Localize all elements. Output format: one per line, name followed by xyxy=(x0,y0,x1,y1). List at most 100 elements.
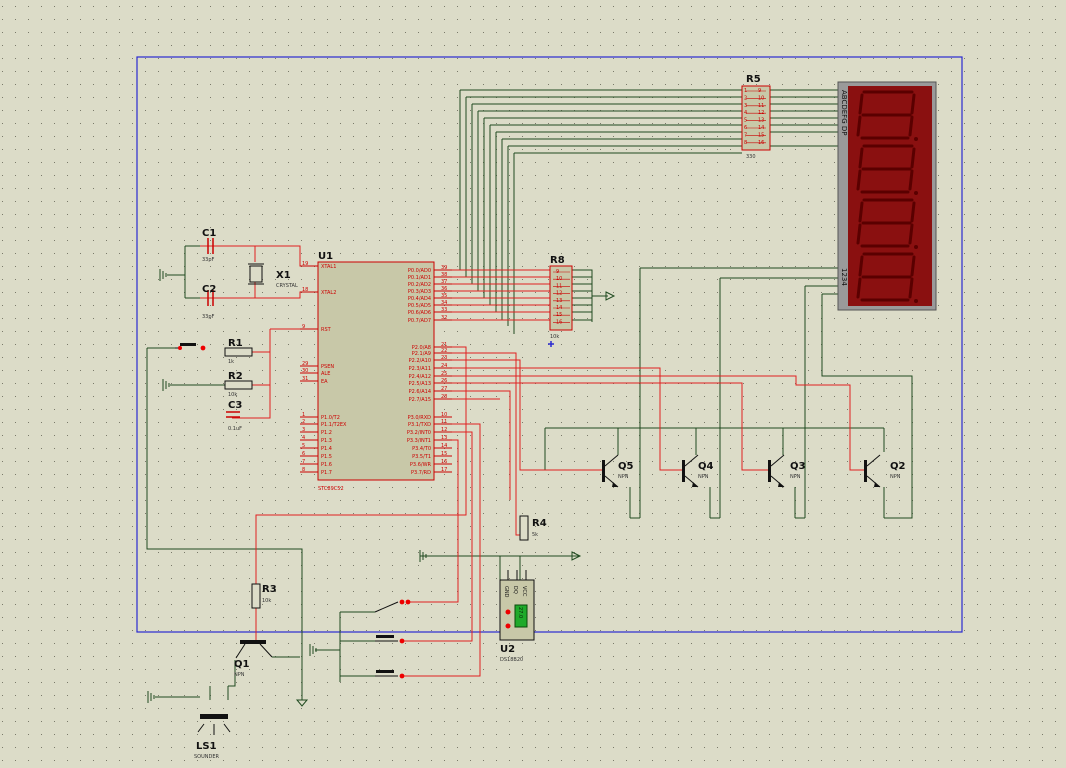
sheet-border xyxy=(136,56,963,633)
display-segment xyxy=(910,93,916,115)
u1-right-pin-name: P0.6/AD6 xyxy=(408,310,431,316)
u1-left-pin-name: P1.5 xyxy=(321,454,332,460)
display-segment xyxy=(856,223,862,245)
display-segment xyxy=(858,201,864,223)
u1-right-pin-number: 22 xyxy=(441,348,447,354)
display-decimal-point xyxy=(914,137,918,141)
u1-right-pin-name: P2.1/A9 xyxy=(412,351,431,357)
u1-right-pin-name: P0.1/AD1 xyxy=(408,275,431,281)
reset-button[interactable] xyxy=(175,343,206,351)
r8-pin-label: 9 xyxy=(556,269,559,275)
u1-left-pin-number: 2 xyxy=(302,419,305,425)
u1-left-pin-name: EA xyxy=(321,379,328,385)
c1-capacitor[interactable]: C1 33pF xyxy=(202,228,216,263)
r3-value: 10k xyxy=(262,598,271,604)
key-3[interactable] xyxy=(375,670,405,679)
u1-right-pin-name: P3.6/WR xyxy=(410,462,432,468)
r5-pin-label: 2 xyxy=(744,95,747,101)
q4-ref: Q4 xyxy=(698,461,714,472)
u1-left-pin-name: RST xyxy=(321,327,332,333)
u1-right-pin-number: 36 xyxy=(441,286,447,292)
u1-left-pin-name: XTAL2 xyxy=(321,290,336,296)
display-digit-value: 8 xyxy=(888,172,889,174)
r5-pin-label: 3 xyxy=(744,103,747,109)
u1-left-pin-number: 19 xyxy=(302,261,308,267)
c2-value: 33pF xyxy=(202,314,215,320)
q2-ref: Q2 xyxy=(890,461,906,472)
r4-value: 5k xyxy=(532,532,538,538)
display-digit-value: 8 xyxy=(888,280,889,282)
c3-value: 0.1uF xyxy=(228,426,242,432)
r3-ref: R3 xyxy=(262,584,277,595)
u1-right-pin-number: 13 xyxy=(441,435,447,441)
display-segment xyxy=(858,93,864,115)
x1-crystal[interactable]: X1 CRYSTAL xyxy=(248,263,298,289)
display-segment xyxy=(858,255,864,277)
r5-pin-label: 1 xyxy=(744,88,747,94)
r5-pin-label: 8 xyxy=(744,140,747,146)
u1-right-pin-number: 10 xyxy=(441,412,447,418)
r8-value: 10k xyxy=(550,334,559,340)
u1-right-pin-name: P0.7/AD7 xyxy=(408,318,431,324)
u1-right-pin-number: 24 xyxy=(441,363,447,369)
c1-ref: C1 xyxy=(202,228,216,239)
u1-left-pin-name: P1.3 xyxy=(321,438,332,444)
r2-resistor[interactable]: R2 10k xyxy=(224,371,253,398)
u1-right-pin-number: 39 xyxy=(441,265,447,271)
u2-ref: U2 xyxy=(500,644,515,655)
u2-readout: 27.0 xyxy=(517,607,523,618)
u1-right-pin-name: P3.5/T1 xyxy=(412,454,431,460)
display-segment xyxy=(910,201,916,223)
u2-temperature-sensor[interactable]: GND DQ VCC 27.0 U2 DS18B20 xyxy=(499,570,535,663)
u1-left-pin-number: 3 xyxy=(302,427,305,433)
display-digit: 8 xyxy=(856,144,918,195)
r4-ref: R4 xyxy=(532,518,547,529)
u1-mcu[interactable]: U1 STC89C52 XTAL119XTAL218RST9PSEN29ALE3… xyxy=(300,251,452,492)
display-segment xyxy=(858,147,864,169)
r8-pin-label: 15 xyxy=(556,312,562,318)
q4-value: NPN xyxy=(698,474,709,480)
r5-pin-label: 13 xyxy=(758,118,764,124)
display-digit-pins: 1234 xyxy=(840,268,848,286)
c3-capacitor[interactable]: C3 0.1uF xyxy=(226,400,242,432)
u1-left-pin-number: 8 xyxy=(302,467,305,473)
u1-right-pin-name: P0.2/AD2 xyxy=(408,282,431,288)
r4-resistor[interactable]: R4 5k xyxy=(519,515,547,541)
u1-right-pin-number: 21 xyxy=(441,342,447,348)
u1-left-pin-name: ALE xyxy=(321,371,330,377)
r2-value: 10k xyxy=(228,392,237,398)
u1-right-pin-name: P0.0/AD0 xyxy=(408,268,431,274)
c3-ref: C3 xyxy=(228,400,242,411)
q1-transistor[interactable]: Q1 NPN xyxy=(234,640,300,678)
display-digit: 8 xyxy=(856,198,918,249)
u2-pin-dq: DQ xyxy=(512,586,518,594)
key-1[interactable] xyxy=(374,599,411,613)
key-2[interactable] xyxy=(375,635,405,644)
u1-right-pin-name: P2.3/A11 xyxy=(409,366,431,372)
u1-right-pin-number: 26 xyxy=(441,378,447,384)
q3-ref: Q3 xyxy=(790,461,806,472)
u1-left-pin-name: P1.6 xyxy=(321,462,332,468)
display-digit: 8 xyxy=(856,252,918,303)
u1-left-pin-number: 5 xyxy=(302,443,305,449)
display-segment xyxy=(908,277,914,299)
u1-right-pin-number: 27 xyxy=(441,386,447,392)
r1-resistor[interactable]: R1 1k xyxy=(224,338,253,365)
u1-left-pin-number: 7 xyxy=(302,459,305,465)
c2-capacitor[interactable]: C2 33pF xyxy=(202,284,216,320)
u1-left-pin-name: P1.0/T2 xyxy=(321,415,340,421)
r3-resistor[interactable]: R3 10k xyxy=(251,583,277,609)
r8-ref: R8 xyxy=(550,255,565,266)
ls1-buzzer[interactable]: LS1 SOUNDER xyxy=(194,714,231,760)
r8-pin-label: 11 xyxy=(556,283,562,289)
